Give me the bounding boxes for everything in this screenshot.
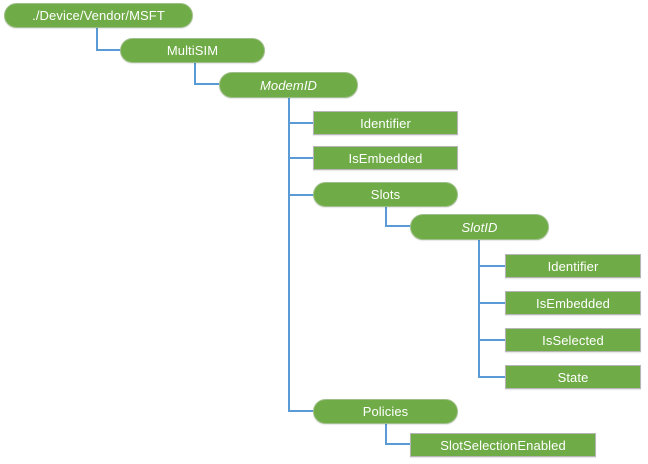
node-label: Slots [370, 187, 401, 202]
connector-modemid-trunk-v [288, 97, 290, 412]
connector-policies-to-slotsel-h [385, 443, 411, 445]
node-slot-state: State [505, 365, 641, 389]
node-label: ./Device/Vendor/MSFT [32, 8, 165, 23]
node-label: Identifier [360, 115, 411, 131]
node-slots: Slots [313, 182, 458, 207]
node-slotselectionenabled: SlotSelectionEnabled [410, 433, 596, 457]
connector-slotid-to-isembedded-h [478, 302, 506, 304]
connector-slotid-to-state-h [478, 376, 506, 378]
node-label: ModemID [259, 77, 318, 93]
node-label: IsEmbedded [536, 295, 610, 311]
node-label: MultiSIM [166, 43, 219, 58]
connector-root-to-multisim-h [96, 49, 121, 51]
node-label: SlotID [461, 219, 498, 235]
node-policies: Policies [313, 399, 458, 424]
node-label: Identifier [547, 258, 599, 274]
connector-multisim-to-modemid-h [194, 83, 220, 85]
connector-modemid-to-isembedded-h [288, 157, 314, 159]
connector-slotid-to-identifier-h [478, 265, 506, 267]
connector-modemid-to-slots-h [288, 194, 314, 196]
node-slot-isselected: IsSelected [505, 328, 641, 352]
connector-modemid-to-identifier-h [288, 122, 314, 124]
node-modemid: ModemID [219, 72, 358, 98]
connector-root-to-multisim-v [96, 27, 98, 51]
node-slotid: SlotID [410, 214, 549, 240]
connector-multisim-to-modemid-v [194, 62, 196, 85]
node-label: IsSelected [542, 332, 604, 348]
node-multisim: MultiSIM [120, 38, 265, 63]
node-root: ./Device/Vendor/MSFT [4, 3, 193, 28]
connector-slotid-to-isselected-h [478, 339, 506, 341]
node-label: State [557, 369, 589, 385]
connector-slotid-trunk-v [478, 240, 480, 378]
node-slot-isembedded: IsEmbedded [505, 291, 641, 315]
connector-slots-to-slotid-v [385, 206, 387, 226]
node-slot-identifier: Identifier [505, 254, 641, 278]
connector-modemid-to-policies-h [288, 410, 314, 412]
node-label: IsEmbedded [348, 150, 423, 166]
node-label: Policies [362, 404, 409, 419]
connector-slots-to-slotid-h [385, 225, 411, 227]
node-modem-isembedded: IsEmbedded [313, 146, 458, 170]
node-modem-identifier: Identifier [313, 111, 458, 135]
node-label: SlotSelectionEnabled [440, 437, 566, 453]
connector-policies-to-slotsel-v [385, 423, 387, 444]
